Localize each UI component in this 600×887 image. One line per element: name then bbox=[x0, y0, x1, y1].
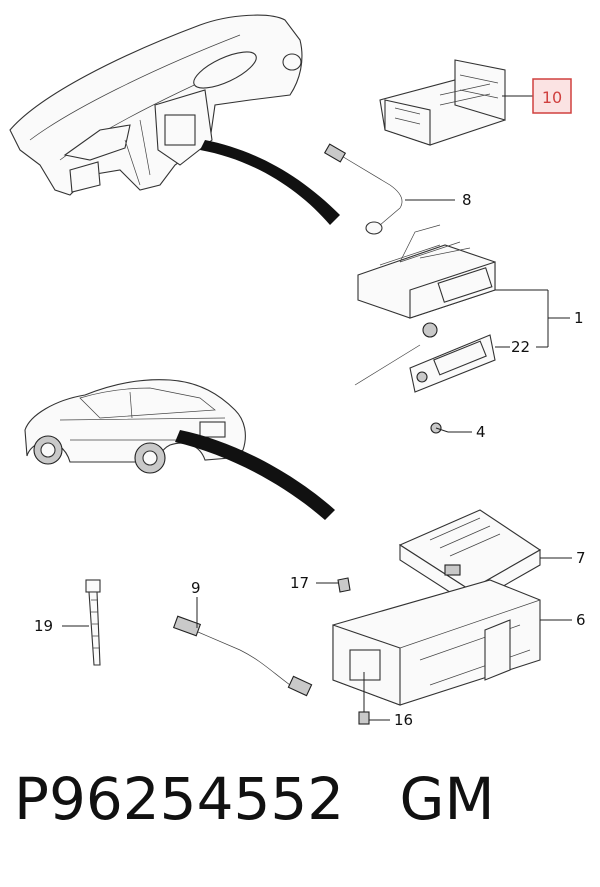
callout-16[interactable]: 16 bbox=[394, 711, 413, 729]
callout-8[interactable]: 8 bbox=[462, 191, 472, 209]
radio-unit-part bbox=[357, 224, 496, 338]
callout-22[interactable]: 22 bbox=[511, 338, 530, 356]
clip-17-part bbox=[337, 577, 351, 593]
callout-1[interactable]: 1 bbox=[574, 309, 584, 327]
callout-17[interactable]: 17 bbox=[290, 574, 309, 592]
callout-6[interactable]: 6 bbox=[576, 611, 586, 629]
screw-16-part bbox=[358, 672, 370, 725]
car-illustration bbox=[24, 379, 335, 520]
radio-bracket-part bbox=[379, 59, 506, 146]
cable-tie-part bbox=[85, 579, 101, 666]
callout-19[interactable]: 19 bbox=[34, 617, 53, 635]
cd-changer-part bbox=[332, 579, 541, 706]
callout-4[interactable]: 4 bbox=[476, 423, 486, 441]
antenna-cable-part bbox=[323, 143, 403, 235]
screw-part bbox=[430, 422, 449, 434]
part-number: P96254552 bbox=[14, 765, 345, 833]
faceplate-part bbox=[354, 334, 496, 393]
callout-10[interactable]: 10 bbox=[542, 88, 562, 107]
callout-7[interactable]: 7 bbox=[576, 549, 586, 567]
callout-9[interactable]: 9 bbox=[191, 579, 201, 597]
dashboard-illustration bbox=[9, 14, 340, 225]
cd-cable-part bbox=[172, 615, 313, 697]
brand-label: GM bbox=[399, 765, 495, 833]
highlight-box-10 bbox=[532, 78, 572, 114]
leader-lines bbox=[62, 95, 572, 721]
part-number-footer: P96254552 GM bbox=[14, 770, 594, 828]
